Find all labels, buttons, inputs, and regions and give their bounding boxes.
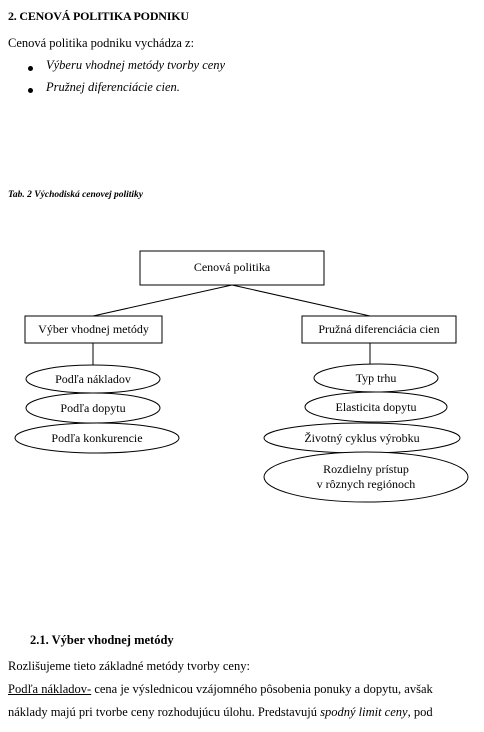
paragraph-line-3: náklady majú pri tvorbe ceny rozhodujúcu…: [8, 705, 433, 720]
connector-root-left: [92, 284, 233, 317]
right-item-2: Elasticita dopytu: [336, 400, 417, 414]
right-ellipse-4: [263, 451, 469, 503]
left-box: [24, 315, 163, 344]
root-box-label: Cenová politika: [194, 260, 271, 274]
bullet-item-1: Výberu vhodnej metódy tvorby ceny: [46, 58, 226, 72]
left-item-3: Podľa konkurencie: [51, 431, 142, 445]
right-item-3: Životný cyklus výrobku: [304, 431, 419, 445]
left-ellipse-3: [14, 422, 180, 454]
right-item-1: Typ trhu: [356, 371, 397, 385]
paragraph-line-1: Rozlišujeme tieto základné metódy tvorby…: [8, 659, 250, 673]
connector-root-right: [231, 284, 371, 317]
right-item-4-line-1: Rozdielny prístup: [323, 462, 409, 476]
table-caption: Tab. 2 Východiská cenovej politiky: [8, 190, 144, 200]
paragraph-line-2-rest: cena je výslednicou vzájomného pôsobenia…: [91, 682, 433, 696]
bullet-dot-2: [28, 88, 33, 93]
left-box-label: Výber vhodnej metódy: [38, 322, 149, 336]
left-ellipse-2: [25, 392, 161, 424]
right-item-4-line-2: v rôznych regiónoch: [317, 477, 416, 491]
right-ellipse-1: [313, 363, 439, 393]
intro-text: Cenová politika podniku vychádza z:: [8, 36, 195, 50]
paragraph-line-3-start: náklady majú pri tvorbe ceny rozhodujúcu…: [8, 705, 321, 719]
term-by-costs: Podľa nákladov-: [8, 682, 92, 696]
left-item-1: Podľa nákladov: [55, 372, 131, 386]
bullet-dot-1: [28, 66, 33, 71]
right-ellipse-3: [263, 422, 461, 454]
paragraph-line-3-end: , pod: [407, 705, 433, 719]
right-ellipse-2: [304, 391, 448, 423]
section-heading: 2. CENOVÁ POLITIKA PODNIKU: [8, 9, 189, 23]
bullet-item-2: Pružnej diferenciácie cien.: [46, 80, 180, 94]
right-box: [301, 315, 457, 344]
left-ellipse-1: [25, 364, 161, 394]
lower-price-limit-term: spodný limit ceny: [320, 705, 408, 719]
paragraph-line-2: Podľa nákladov- cena je výslednicou vzáj…: [8, 682, 433, 697]
left-item-2: Podľa dopytu: [60, 401, 125, 415]
root-box: [139, 250, 325, 286]
right-box-label: Pružná diferenciácia cien: [318, 322, 439, 336]
subsection-heading: 2.1. Výber vhodnej metódy: [30, 633, 174, 647]
